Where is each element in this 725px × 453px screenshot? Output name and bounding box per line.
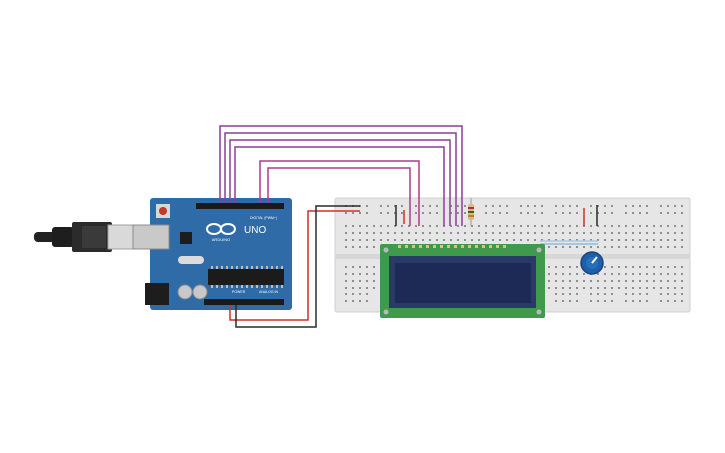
arduino-uno-board[interactable]: UNO ARDUINO DIGITAL (PWM~) POWER ANALOG … xyxy=(132,198,292,310)
power-wires[interactable] xyxy=(229,205,360,328)
breadboard-jumpers xyxy=(395,205,598,245)
potentiometer-icon[interactable] xyxy=(580,251,604,275)
signal-wires[interactable] xyxy=(219,125,463,226)
board-model: UNO xyxy=(244,225,266,236)
analog-label: ANALOG IN xyxy=(259,290,279,294)
resistor-icon[interactable] xyxy=(468,198,474,226)
digital-label: DIGITAL (PWM~) xyxy=(250,216,277,220)
usb-plug-icon[interactable] xyxy=(34,222,135,252)
arduino-logo-icon xyxy=(206,223,236,235)
lcd-display[interactable] xyxy=(380,244,545,318)
board-brand: ARDUINO xyxy=(212,237,230,242)
power-label: POWER xyxy=(232,290,246,294)
